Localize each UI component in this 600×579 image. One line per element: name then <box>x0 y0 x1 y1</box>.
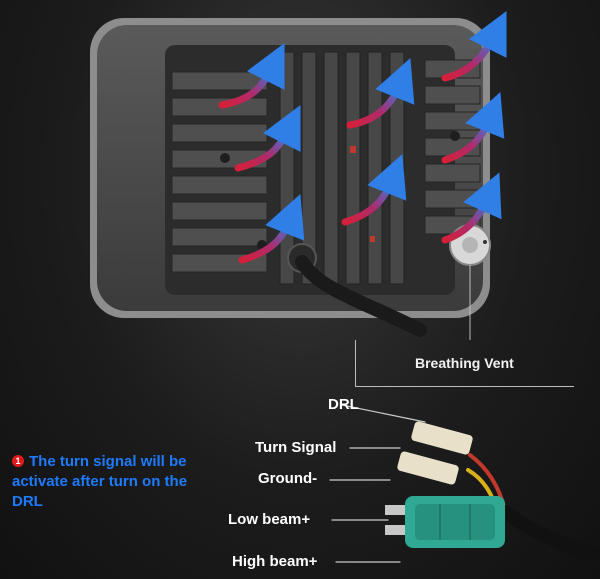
h4-connector <box>385 496 505 548</box>
power-cable <box>287 243 427 337</box>
vent-callout-box <box>355 340 574 387</box>
low-beam-label: Low beam+ <box>228 511 311 528</box>
ground-label: Ground- <box>258 470 318 487</box>
headlight-housing <box>90 18 490 318</box>
airflow-arrows <box>218 10 507 264</box>
high-beam-label: High beam+ <box>232 553 318 570</box>
note-text: The turn signal will be activate after t… <box>12 453 188 510</box>
wire-leads <box>329 404 600 563</box>
drl-label: DRL <box>328 396 359 413</box>
note-number-badge: 1 <box>12 455 24 467</box>
turn-signal-label: Turn Signal <box>255 439 337 456</box>
turn-signal-terminal <box>397 451 459 485</box>
breathing-vent-label: Breathing Vent <box>415 355 514 371</box>
drl-terminal <box>411 421 473 455</box>
